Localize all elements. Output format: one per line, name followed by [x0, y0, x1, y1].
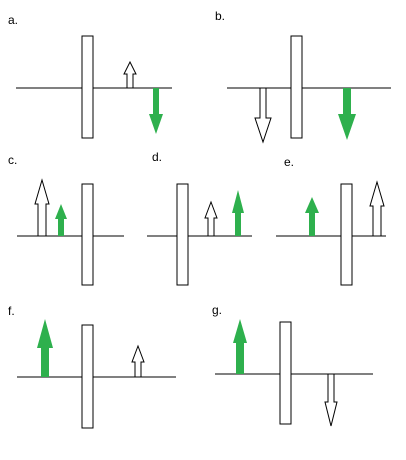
- lens: [81, 183, 94, 286]
- object-arrow: [369, 180, 385, 237]
- lens: [290, 35, 303, 139]
- image-arrow: [305, 197, 319, 236]
- lens: [176, 183, 189, 286]
- lens: [81, 324, 94, 429]
- image-arrow: [338, 88, 356, 140]
- panel-a-label: a.: [8, 13, 18, 27]
- panel-e-label: e.: [284, 155, 294, 169]
- lens: [279, 321, 292, 425]
- lens: [81, 35, 94, 139]
- panel-d-label: d.: [152, 150, 162, 164]
- image-arrow: [149, 88, 163, 134]
- object-arrow: [324, 373, 338, 427]
- panel-c-label: c.: [8, 153, 17, 167]
- panel-c: c.: [8, 153, 124, 286]
- panel-f-label: f.: [8, 304, 15, 318]
- image-arrow: [37, 319, 53, 377]
- lens: [340, 183, 353, 286]
- object-arrow: [131, 344, 145, 378]
- object-arrow: [123, 60, 137, 89]
- image-arrow: [233, 319, 247, 374]
- panel-d: d.: [147, 150, 252, 286]
- panel-a: a.: [8, 13, 172, 139]
- panel-g-label: g.: [212, 303, 222, 317]
- panel-b: b.: [215, 9, 391, 144]
- object-arrow: [34, 178, 50, 237]
- panel-f: f.: [8, 304, 176, 429]
- panel-b-label: b.: [215, 9, 225, 23]
- image-arrow: [232, 190, 244, 236]
- object-arrow: [204, 200, 218, 237]
- object-arrow: [254, 87, 272, 144]
- panel-g: g.: [212, 303, 373, 427]
- panel-e: e.: [276, 155, 386, 286]
- image-arrow: [55, 204, 67, 236]
